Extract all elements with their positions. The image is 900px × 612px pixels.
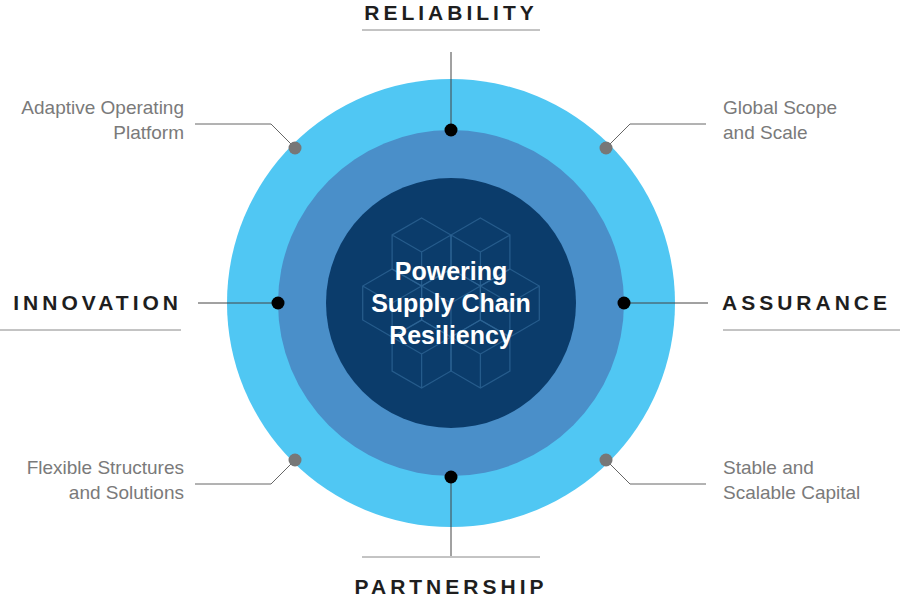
anchor-dot [289, 142, 302, 155]
leader-line [606, 460, 706, 484]
core-title: Powering Supply Chain Resiliency [361, 178, 541, 428]
heading-rule [362, 30, 540, 31]
anchor-dot [600, 454, 613, 467]
leader-line [451, 52, 452, 130]
anchor-dot [445, 124, 458, 137]
anchor-dot [289, 454, 302, 467]
middle-ring [278, 130, 624, 476]
heading-rule [362, 557, 540, 558]
pillar-heading: RELIABILITY [351, 0, 551, 26]
heading-rule [0, 330, 181, 331]
anchor-dot [618, 297, 631, 310]
pillar-heading: INNOVATION [0, 290, 182, 316]
feature-label: Adaptive Operating Platform [0, 95, 184, 145]
leader-line [195, 124, 295, 148]
anchor-dot [600, 142, 613, 155]
core-circle: Powering Supply Chain Resiliency [326, 178, 576, 428]
feature-label: Global Scope and Scale [723, 95, 863, 145]
leader-line [606, 124, 706, 148]
feature-label: Flexible Structures and Solutions [8, 455, 184, 505]
outer-ring [227, 79, 675, 527]
leader-line [195, 460, 295, 484]
pillar-heading: PARTNERSHIP [351, 574, 551, 600]
feature-label: Stable and Scalable Capital [723, 455, 878, 505]
heading-rule [723, 330, 900, 331]
anchor-dot [272, 297, 285, 310]
leader-line [198, 303, 278, 304]
pillar-heading: ASSURANCE [722, 290, 900, 316]
circle-fill [326, 178, 576, 428]
leader-line [451, 477, 452, 556]
leader-line [624, 303, 708, 304]
anchor-dot [445, 471, 458, 484]
